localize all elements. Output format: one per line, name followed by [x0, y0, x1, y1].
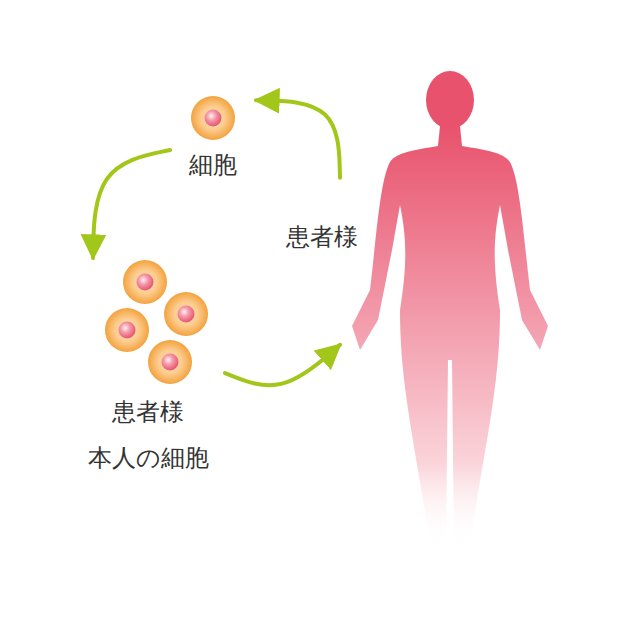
- cell-nucleus: [205, 110, 222, 127]
- node-outline: [191, 96, 235, 140]
- cycle-arrow: [256, 100, 340, 177]
- cycle-arrow: [93, 150, 170, 258]
- cell-nucleus: [178, 306, 195, 323]
- node-shape: [340, 65, 560, 555]
- cell-body: [105, 308, 149, 352]
- person-head: [426, 71, 474, 129]
- patient-figure: 患者様: [340, 65, 560, 555]
- person-body: [352, 126, 548, 548]
- cycle-arrow: [225, 345, 340, 385]
- cell-nucleus: [119, 322, 136, 339]
- node-outline: [352, 71, 548, 548]
- cell-body: [148, 340, 192, 384]
- cell-body: [123, 260, 167, 304]
- cell-body: [191, 96, 235, 140]
- node-label: 患者様 本人の細胞: [86, 389, 210, 481]
- cell-body: [164, 292, 208, 336]
- node-outline: [105, 260, 208, 384]
- node-label: 患者様: [277, 222, 367, 252]
- cell-cluster: 患者様 本人の細胞: [75, 258, 225, 485]
- cell-nucleus: [162, 354, 179, 371]
- node-label: 細胞: [173, 150, 253, 180]
- cell-nucleus: [137, 274, 154, 291]
- single-cell: 細胞: [170, 92, 256, 184]
